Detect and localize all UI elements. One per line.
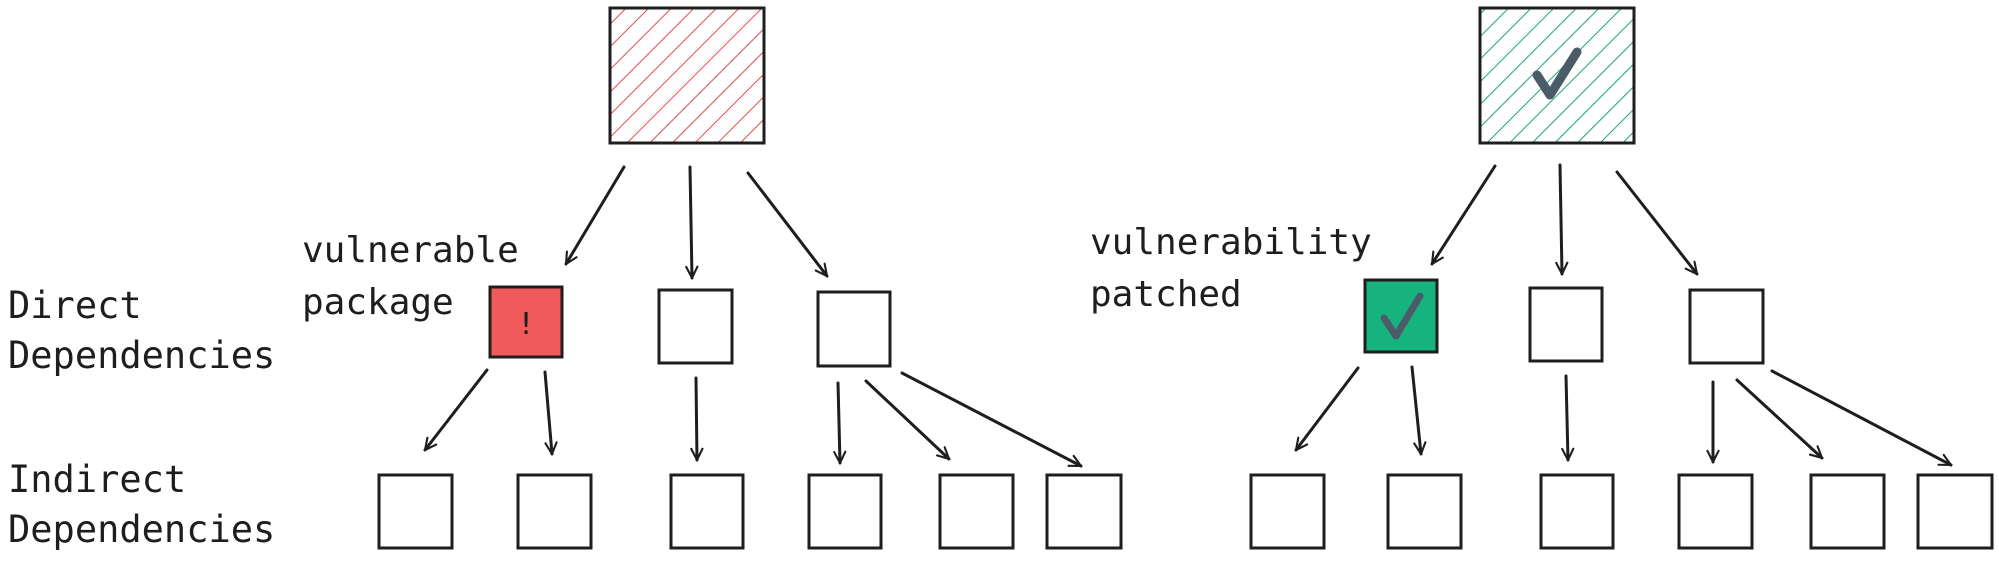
arrow — [423, 368, 489, 452]
indirect-package — [516, 473, 593, 550]
direct-dependencies-label-line2: Dependencies — [8, 334, 275, 377]
indirect-package — [1809, 473, 1886, 550]
arrow — [564, 165, 626, 266]
indirect-package — [1539, 473, 1615, 550]
arrow — [543, 370, 558, 456]
indirect-dependencies-label-line2: Dependencies — [8, 508, 275, 551]
vulnerable-package-annotation-line1: vulnerable — [302, 230, 519, 271]
direct-package — [1528, 286, 1604, 363]
indirect-package — [1916, 473, 1994, 550]
arrow — [1561, 374, 1575, 462]
exclamation-icon: ! — [517, 307, 535, 342]
indirect-package — [1677, 473, 1754, 550]
indirect-dependencies-label-line1: Indirect — [8, 458, 186, 501]
arrow — [746, 171, 829, 278]
arrow — [864, 379, 951, 461]
indirect-package — [807, 473, 883, 550]
arrow — [685, 165, 699, 280]
arrow — [1410, 365, 1427, 456]
patched-tree: vulnerability patched — [1090, 6, 1994, 550]
vulnerable-package-annotation-line2: package — [302, 282, 454, 323]
direct-package — [816, 290, 892, 368]
indirect-package — [1386, 473, 1463, 550]
arrow — [833, 381, 847, 465]
vulnerable-tree: vulnerable package ! — [302, 6, 1123, 550]
arrow — [900, 371, 1083, 468]
arrow — [1294, 366, 1360, 452]
indirect-package — [669, 473, 745, 550]
indirect-package — [377, 473, 454, 550]
direct-package — [1688, 288, 1765, 365]
check-icon — [1532, 47, 1582, 100]
direct-package — [657, 288, 734, 365]
arrow — [1735, 378, 1824, 460]
arrow — [1615, 170, 1699, 276]
direct-dependencies-label-line1: Direct — [8, 284, 142, 327]
indirect-package — [938, 473, 1015, 550]
vulnerable-root-package — [608, 6, 766, 145]
arrow — [690, 376, 704, 462]
arrow — [1555, 163, 1569, 276]
indirect-package — [1045, 473, 1123, 550]
indirect-package — [1249, 473, 1326, 550]
arrow — [1430, 164, 1497, 266]
patched-annotation-line2: patched — [1090, 274, 1242, 315]
check-icon — [1380, 292, 1424, 340]
patched-direct-package — [1363, 278, 1439, 354]
vulnerable-direct-package — [488, 285, 564, 359]
patched-annotation-line1: vulnerability — [1090, 222, 1372, 263]
arrow — [1770, 369, 1953, 467]
